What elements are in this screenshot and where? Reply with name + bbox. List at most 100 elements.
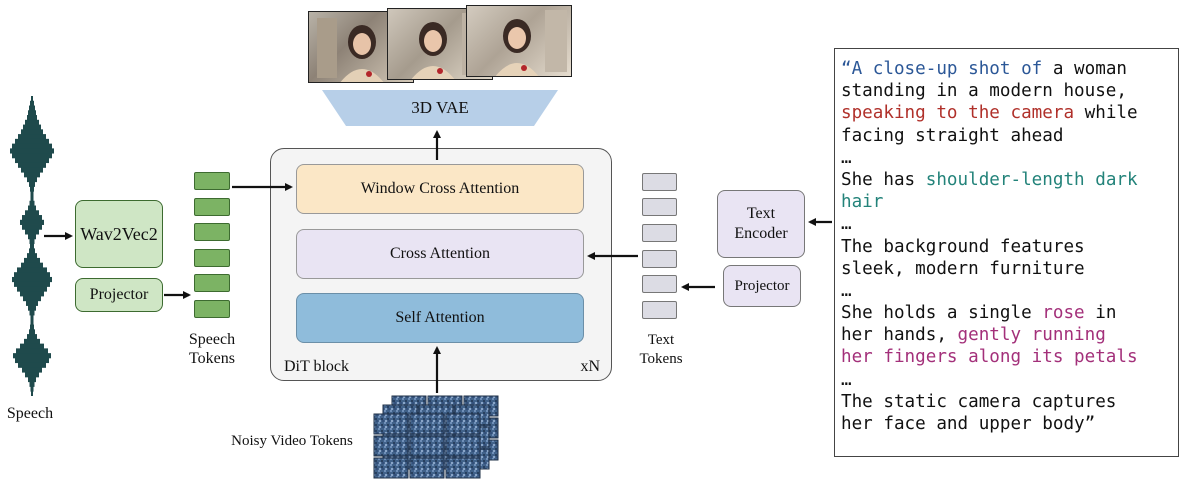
noisy-token xyxy=(445,435,481,457)
prompt-segment: She has xyxy=(841,169,926,190)
waveform-bar xyxy=(22,367,42,373)
repeat-count-label: xN xyxy=(580,358,600,375)
waveform-bar xyxy=(24,172,40,178)
waveform-bar xyxy=(28,110,36,116)
waveform-bar xyxy=(28,305,36,311)
prompt-segment: gently running xyxy=(957,325,1106,346)
prompt-line: her face and upper body” xyxy=(841,413,1178,435)
prompt-line: speaking to the camera while xyxy=(841,102,1178,124)
text-encoder-box: Text Encoder xyxy=(717,190,805,258)
waveform-bar xyxy=(29,329,35,335)
prompt-line: She holds a single rose in xyxy=(841,302,1178,324)
prompt-segment: while xyxy=(1074,103,1138,124)
3d-vae-shape xyxy=(322,90,558,126)
wav2vec2-label: Wav2Vec2 xyxy=(80,223,158,244)
waveform-bar xyxy=(12,276,52,283)
text-encoder-label-line1: Text xyxy=(746,205,776,222)
text-token xyxy=(642,275,677,293)
prompt-line: … xyxy=(841,369,1178,391)
prompt-line: The static camera captures xyxy=(841,391,1178,413)
prompt-line: The background features xyxy=(841,236,1178,258)
waveform-bar xyxy=(15,138,49,145)
speech-label: Speech xyxy=(6,405,54,422)
prompt-segment: … xyxy=(841,369,852,390)
text-token xyxy=(642,301,677,319)
waveform-bar xyxy=(16,348,48,354)
waveform-bar xyxy=(26,300,38,306)
prompt-segment: her face and upper body” xyxy=(841,414,1096,434)
waveform-bar xyxy=(10,148,54,154)
prompt-segment: The background features xyxy=(841,236,1085,257)
waveform-bar xyxy=(30,100,34,106)
waveform-bar xyxy=(12,153,52,159)
waveform-bar xyxy=(28,205,36,211)
waveform-bar xyxy=(27,253,37,259)
prompt-segment: rose xyxy=(1042,303,1085,324)
prompt-segment: She holds a single xyxy=(841,303,1043,324)
noisy-token xyxy=(445,457,481,479)
prompt-segment: hair xyxy=(841,192,884,213)
waveform-bar xyxy=(30,191,34,197)
waveform-bar xyxy=(28,234,36,240)
speech-token xyxy=(194,300,230,318)
speech-token xyxy=(194,172,230,190)
waveform-bar xyxy=(23,124,41,130)
dit-block-label: DiT block xyxy=(284,358,350,375)
noisy-token xyxy=(373,413,409,435)
waveform-bar xyxy=(21,167,43,173)
waveform-bar xyxy=(27,115,37,121)
waveform-bar xyxy=(18,162,46,168)
noisy-token xyxy=(409,413,445,435)
window-cross-attention-box: Window Cross Attention xyxy=(296,164,584,214)
waveform-bar xyxy=(29,381,35,387)
waveform-bar xyxy=(30,319,34,325)
prompt-segment: facing straight ahead xyxy=(841,125,1064,146)
waveform-bar xyxy=(20,219,44,225)
prompt-segment: The static camera captures xyxy=(841,391,1117,412)
speech-projector-box: Projector xyxy=(75,278,163,312)
prompt-line: hair xyxy=(841,191,1178,213)
speech-token xyxy=(194,249,230,267)
waveform-bar xyxy=(15,357,49,364)
wav2vec2-box: Wav2Vec2 xyxy=(75,200,163,268)
prompt-line: “A close-up shot of a woman xyxy=(841,58,1178,80)
waveform-bar xyxy=(22,215,42,221)
text-token xyxy=(642,198,677,216)
waveform-bar xyxy=(18,134,46,140)
prompt-segment: … xyxy=(841,280,852,301)
cross-attention-box: Cross Attention xyxy=(296,229,584,279)
text-encoder-label-line2: Encoder xyxy=(734,225,788,242)
waveform-bar xyxy=(31,391,33,396)
waveform-bar xyxy=(29,181,35,187)
prompt-line: standing in a modern house, xyxy=(841,80,1178,102)
window-cross-attention-label: Window Cross Attention xyxy=(360,180,520,197)
waveform-bar xyxy=(25,210,39,216)
3d-vae-label: 3D VAE xyxy=(411,98,469,117)
prompt-segment: … xyxy=(841,147,852,168)
speech-token xyxy=(194,198,230,216)
prompt-segment: “A close-up shot of xyxy=(841,59,1043,79)
prompt-line: sleek, modern furniture xyxy=(841,258,1178,280)
waveform-bar xyxy=(13,353,51,359)
prompt-segment: her hands, xyxy=(841,325,958,346)
prompt-segment: speaking to the camera xyxy=(841,103,1075,124)
text-projector-box: Projector xyxy=(723,265,801,307)
waveform-bar xyxy=(30,243,34,249)
prompt-line: … xyxy=(841,280,1178,302)
waveform-bar xyxy=(30,324,34,330)
waveform-bar xyxy=(17,286,47,292)
prompt-line: … xyxy=(841,213,1178,235)
waveform-bar xyxy=(31,96,33,102)
noisy-video-tokens-icon xyxy=(373,395,499,479)
waveform-bar xyxy=(22,224,42,230)
prompt-line: her hands, gently running xyxy=(841,324,1178,346)
waveform-bar xyxy=(25,119,39,125)
self-attention-label: Self Attention xyxy=(395,309,485,326)
prompt-segment: shoulder-length dark xyxy=(925,169,1138,190)
waveform-bar xyxy=(30,196,34,202)
waveform-bar xyxy=(23,296,41,302)
